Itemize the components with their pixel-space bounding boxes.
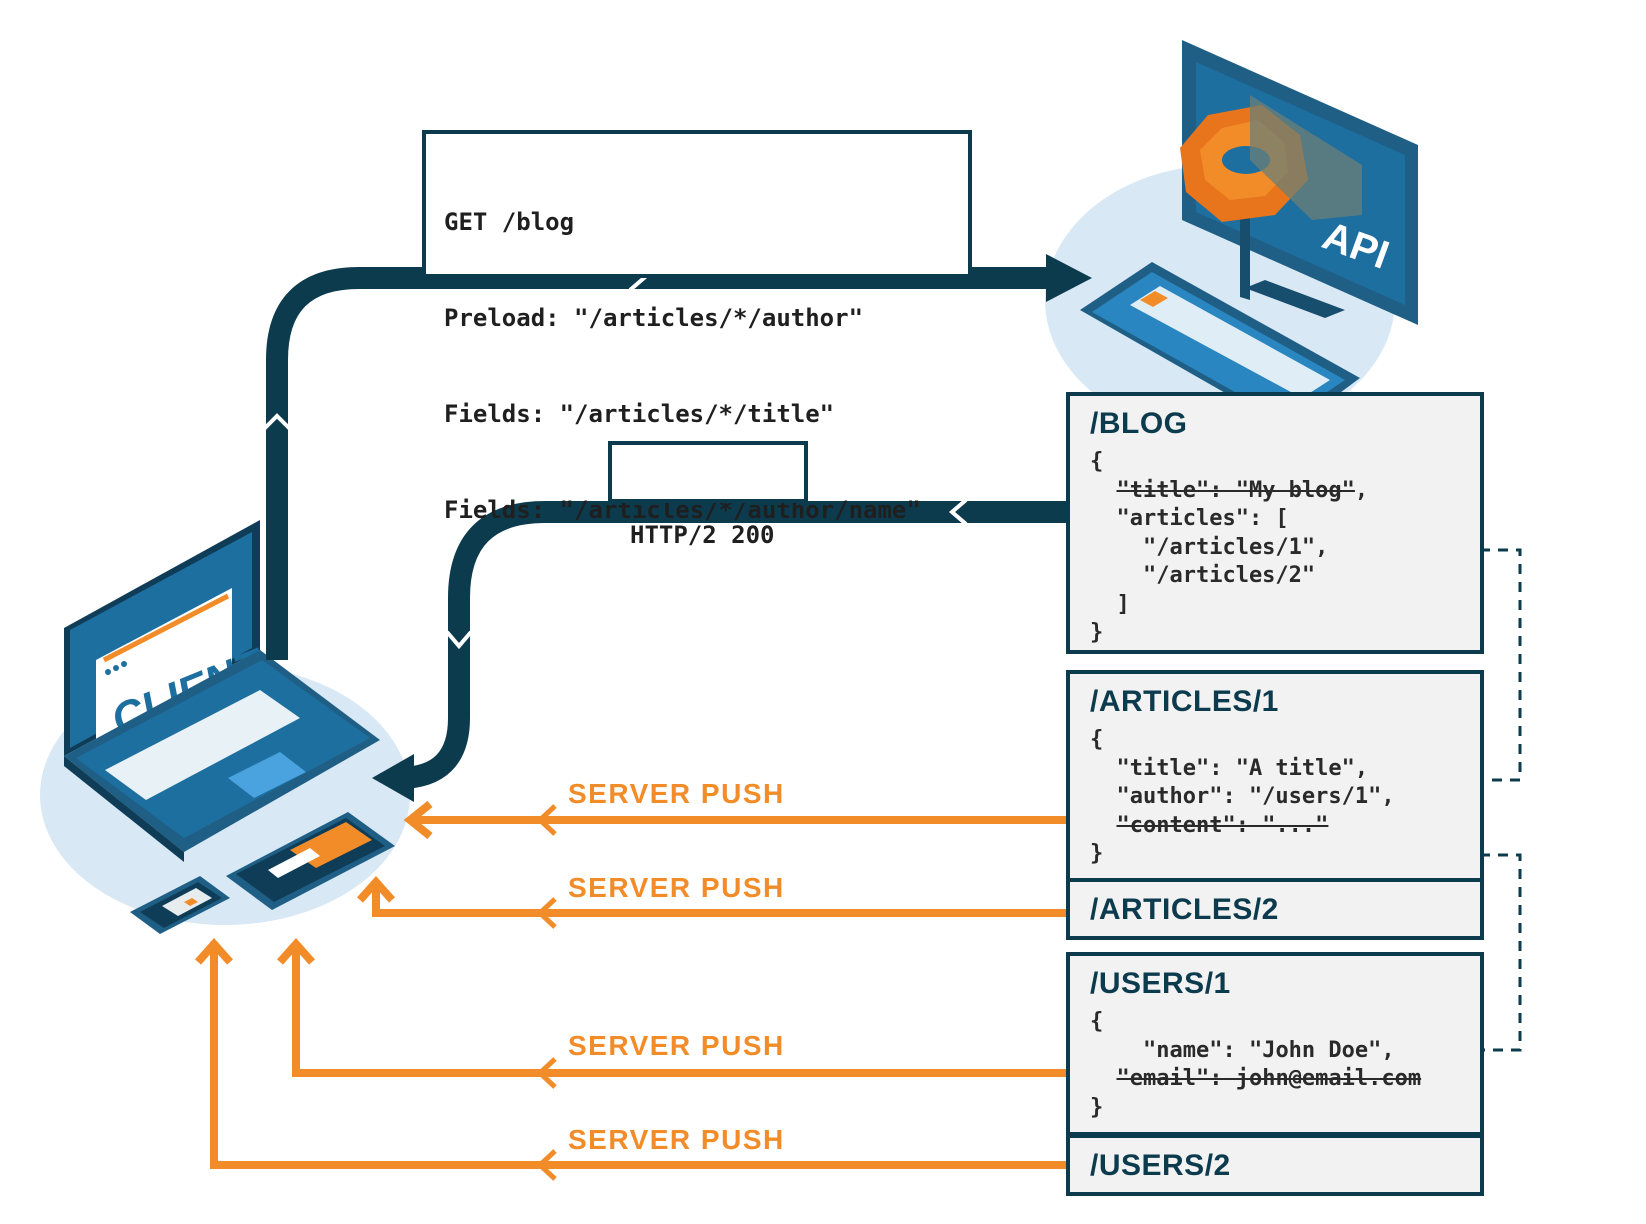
request-arrow <box>266 267 1050 660</box>
relation-connectors <box>1480 548 1522 1052</box>
push-arrow-article2 <box>372 882 1068 917</box>
push-arrow-user2 <box>210 944 1068 1169</box>
response-arrowhead <box>372 754 414 802</box>
server-push-label: SERVER PUSH <box>568 1030 785 1061</box>
response-arrow <box>398 501 1068 789</box>
server-push-label: SERVER PUSH <box>568 778 785 809</box>
server-push-label: SERVER PUSH <box>568 872 785 903</box>
tablet-icon <box>226 812 395 910</box>
push-arrow-user1 <box>292 944 1068 1077</box>
resource-title: /ARTICLES/1 <box>1090 685 1279 718</box>
resource-title: /USERS/2 <box>1090 1149 1231 1182</box>
response-status-box: HTTP/2 200 <box>608 441 808 549</box>
resource-title: /ARTICLES/2 <box>1090 893 1279 926</box>
api-server-icon: API <box>1180 40 1418 325</box>
request-line: GET /blog <box>444 208 575 236</box>
resource-title: /USERS/1 <box>1090 967 1231 1000</box>
resource-body: { "title": "A title", "author": "/users/… <box>1090 727 1395 866</box>
laptop-icon: CLIENT <box>64 520 380 862</box>
excluded-field: "content": "..." <box>1116 812 1329 838</box>
resource-article-2: /ARTICLES/2 <box>1066 878 1484 940</box>
server-push-arrows <box>195 800 1068 1181</box>
excluded-field: "email": john@email.com <box>1116 1066 1422 1091</box>
gear-icon <box>1180 95 1362 222</box>
resource-article-1: /ARTICLES/1 { "title": "A title", "autho… <box>1066 670 1484 882</box>
resource-body: { "title": "My blog", "articles": [ "/ar… <box>1090 449 1369 645</box>
resource-blog: /BLOG { "title": "My blog", "articles": … <box>1066 392 1484 654</box>
resource-title: /BLOG <box>1090 407 1188 440</box>
request-box: GET /blog Preload: "/articles/*/author" … <box>422 130 972 524</box>
request-line: Preload: "/articles/*/author" <box>444 304 864 332</box>
resource-body: { "name": "John Doe", "email": john@emai… <box>1090 1009 1422 1120</box>
keyboard-icon <box>1080 262 1360 430</box>
request-arrowhead <box>1046 254 1092 302</box>
request-line: Fields: "/articles/*/title" <box>444 400 835 428</box>
resource-user-2: /USERS/2 <box>1066 1134 1484 1196</box>
response-status: HTTP/2 200 <box>630 521 775 549</box>
phone-icon <box>130 876 230 934</box>
server-push-label: SERVER PUSH <box>568 1124 785 1155</box>
resource-user-1: /USERS/1 { "name": "John Doe", "email": … <box>1066 952 1484 1136</box>
excluded-field: "title": "My blog" <box>1116 477 1355 503</box>
